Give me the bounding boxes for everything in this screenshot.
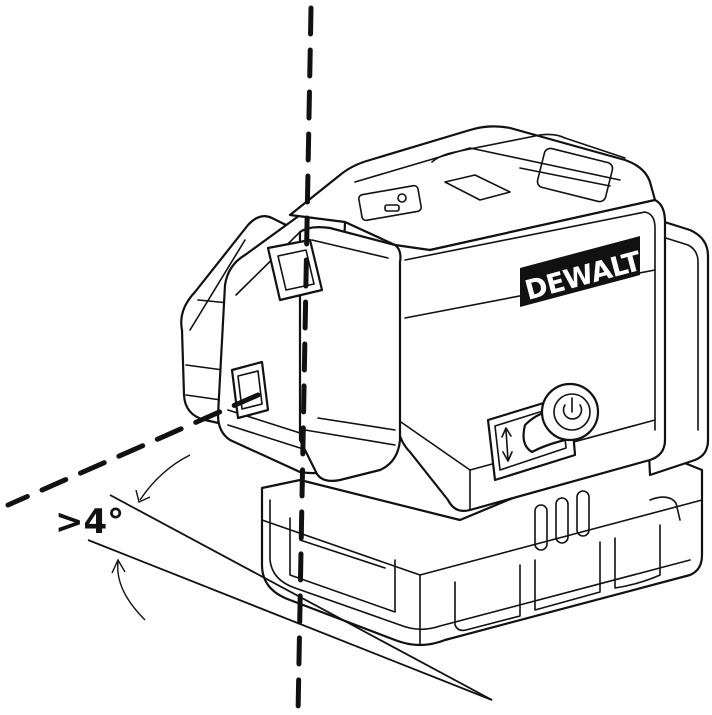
power-icon [562, 397, 583, 420]
power-switch[interactable] [486, 382, 600, 482]
tilt-limit-label: >4° [55, 502, 124, 542]
base-stand [260, 443, 704, 647]
main-body [180, 125, 667, 512]
double-arrow-icon [501, 427, 513, 462]
tilt-angle-indicator: >4° [55, 454, 493, 701]
horizontal-beam [5, 392, 261, 508]
